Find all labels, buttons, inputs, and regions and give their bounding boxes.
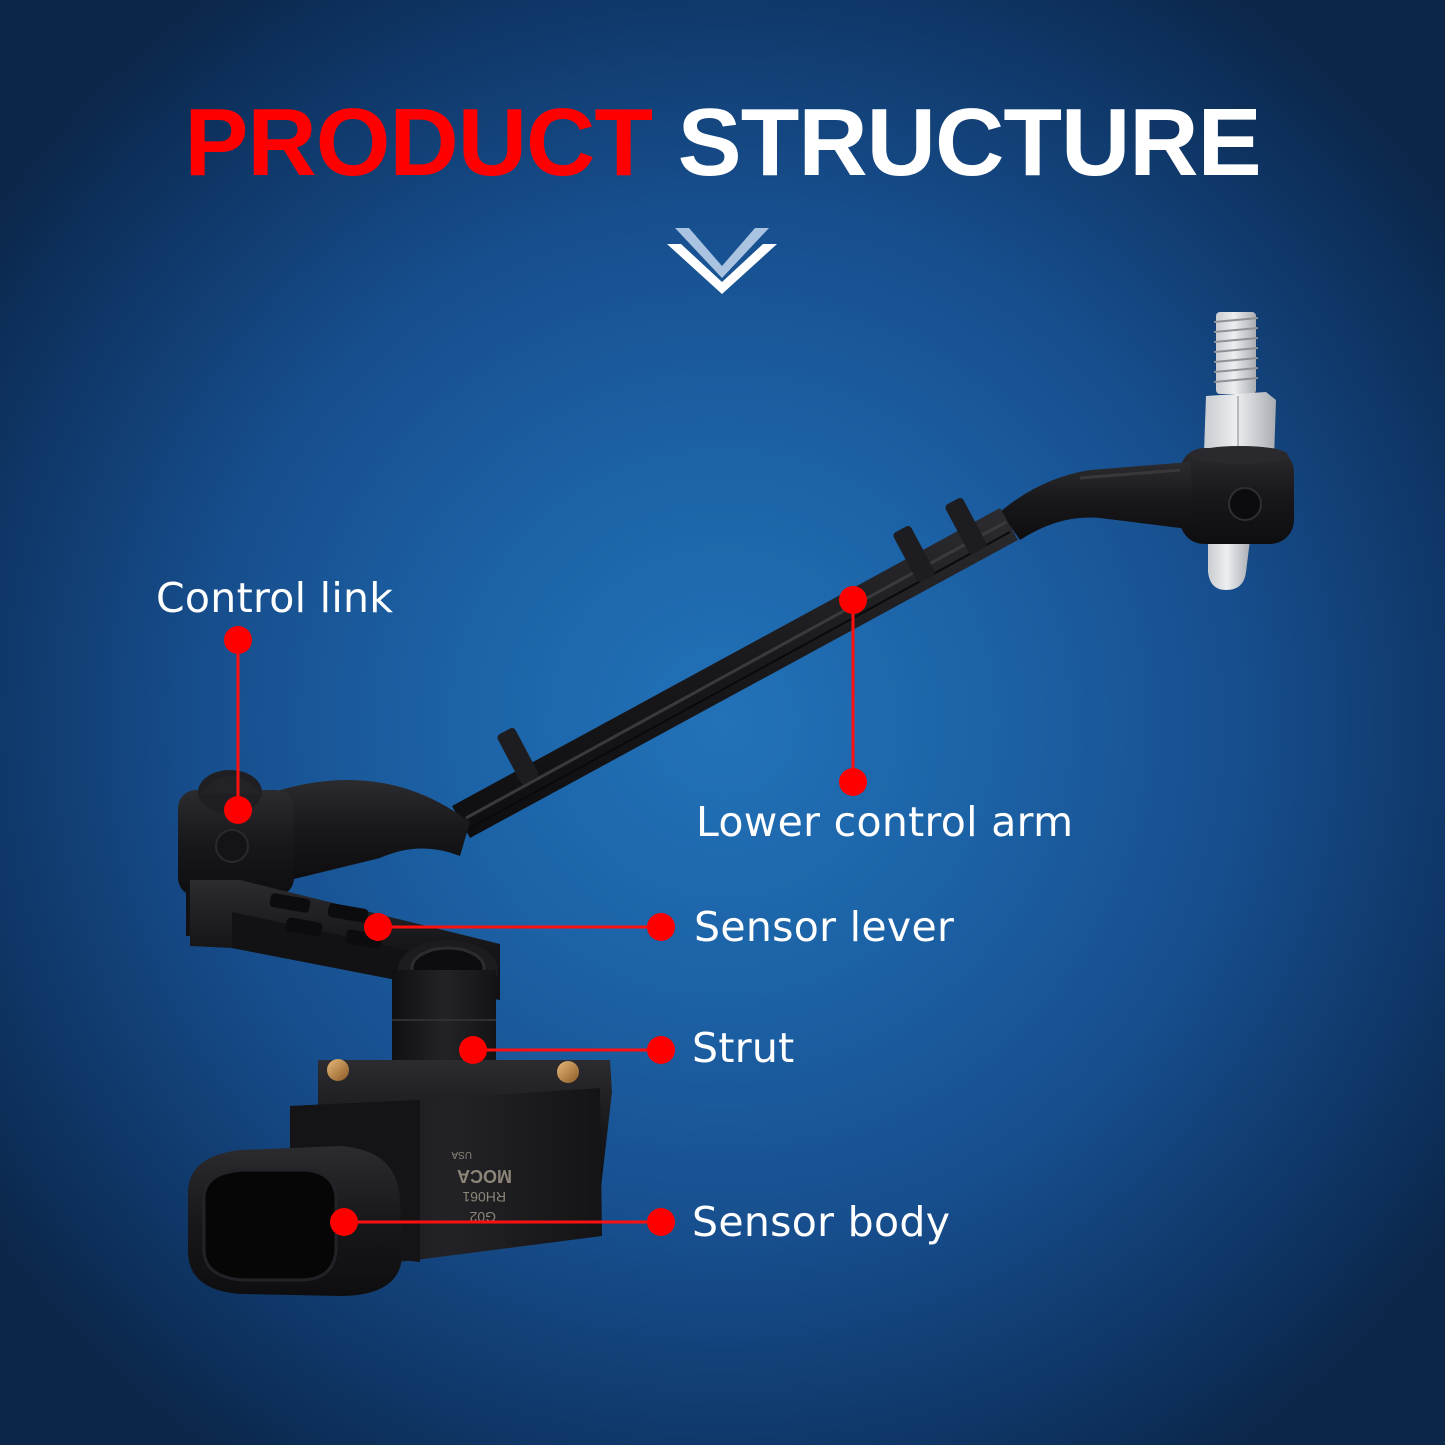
callout-label-sensor-lever: Sensor lever <box>694 903 955 951</box>
double-chevron-down-icon <box>667 228 777 294</box>
engraving-origin: USA <box>451 1149 472 1160</box>
engraving-code: G02 <box>469 1209 496 1225</box>
upper-end-bushing <box>1000 446 1294 544</box>
engraving-part-number: RH061 <box>462 1189 506 1205</box>
page-title: PRODUCT STRUCTURE <box>0 88 1445 198</box>
callout-label-strut: Strut <box>692 1024 795 1072</box>
lower-control-arm-rod <box>452 497 1018 838</box>
title-rest: STRUCTURE <box>677 89 1262 196</box>
callout-label-control-link: Control link <box>156 574 394 622</box>
callout-label-sensor-body: Sensor body <box>692 1198 951 1246</box>
sensor-body: G02 RH061 MOCA USA <box>188 1059 612 1296</box>
threaded-stud <box>1204 312 1276 590</box>
title-highlight: PRODUCT <box>184 89 653 196</box>
engraving-brand: MOCA <box>457 1166 512 1186</box>
callout-label-lower-control-arm: Lower control arm <box>696 798 1074 846</box>
